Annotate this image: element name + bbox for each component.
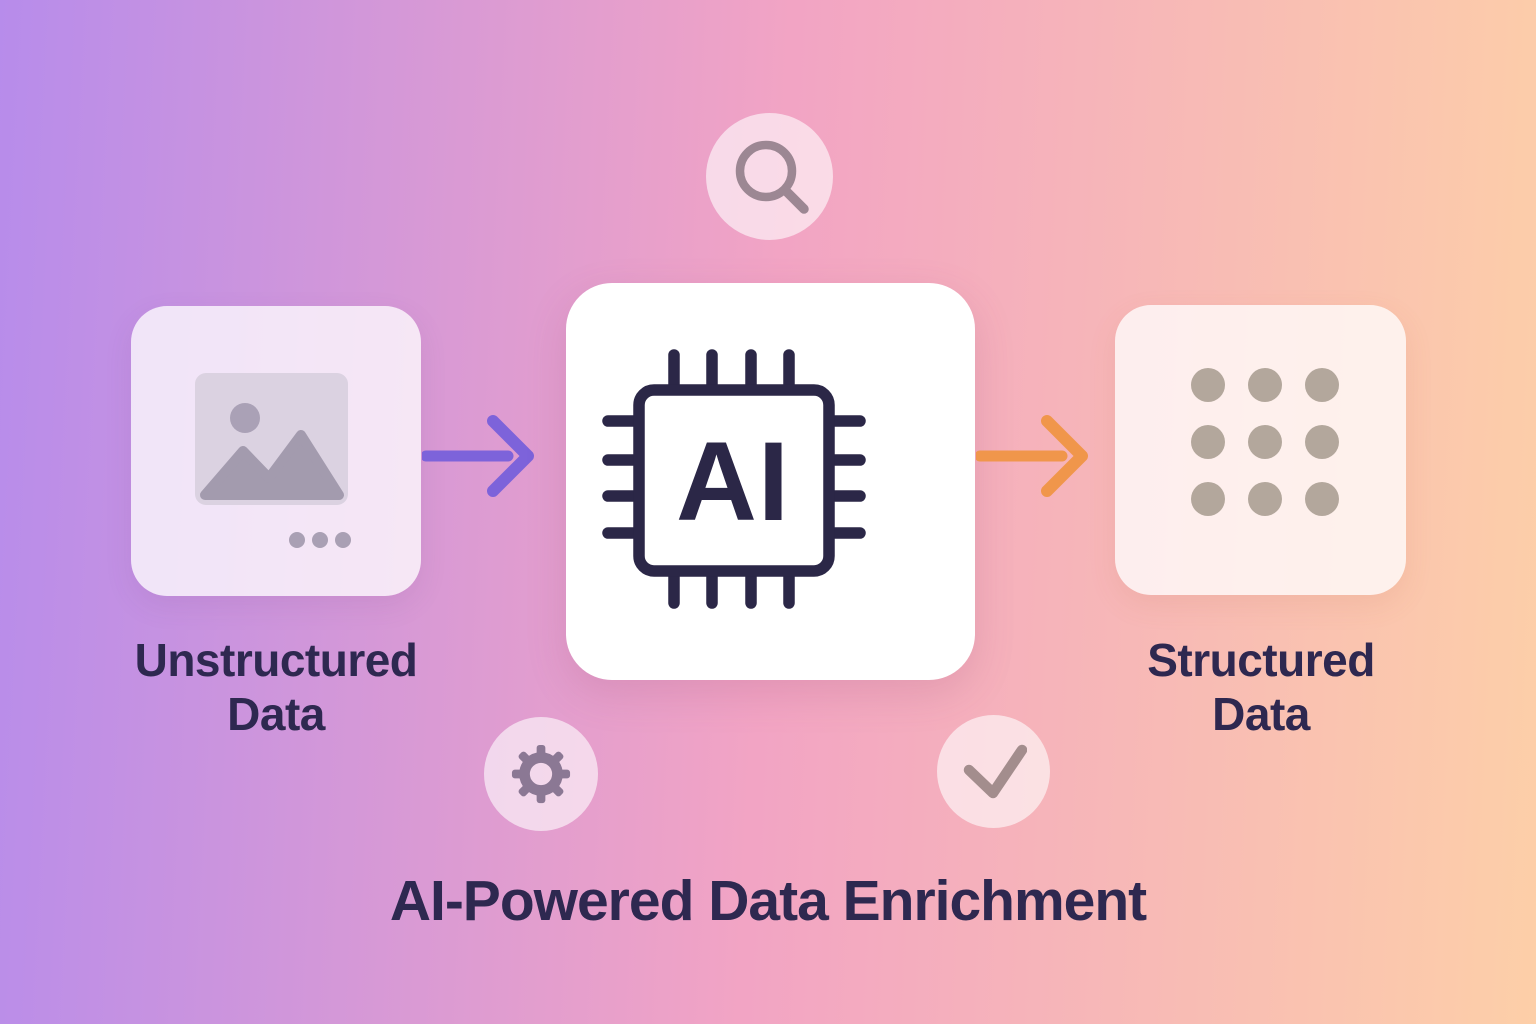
structured-data-box [1115, 305, 1406, 595]
unstructured-line1: Unstructured [134, 634, 418, 686]
arrow-ai-to-structured [976, 415, 1088, 497]
search-icon [735, 140, 809, 214]
structured-line2: Data [1212, 688, 1310, 740]
unstructured-data-box [131, 306, 421, 596]
gear-badge [484, 717, 598, 831]
gear-icon [511, 744, 571, 804]
ai-processor-box: AI [566, 283, 975, 680]
check-icon [963, 744, 1027, 798]
image-placeholder-icon [195, 373, 348, 505]
chip-label: AI [676, 419, 790, 544]
grid-dots-icon [1191, 368, 1339, 516]
checkmark-badge [937, 715, 1050, 828]
unstructured-line2: Data [227, 688, 325, 740]
diagram-title: AI-Powered Data Enrichment [389, 869, 1147, 933]
arrow-unstructured-to-ai [422, 415, 534, 497]
unstructured-data-label: Unstructured Data [66, 633, 486, 741]
ellipsis-dots-icon [289, 532, 351, 548]
structured-data-label: Structured Data [1051, 633, 1471, 741]
magnifier-badge [706, 113, 833, 240]
ai-chip-icon: AI [602, 349, 866, 609]
structured-line1: Structured [1147, 634, 1375, 686]
